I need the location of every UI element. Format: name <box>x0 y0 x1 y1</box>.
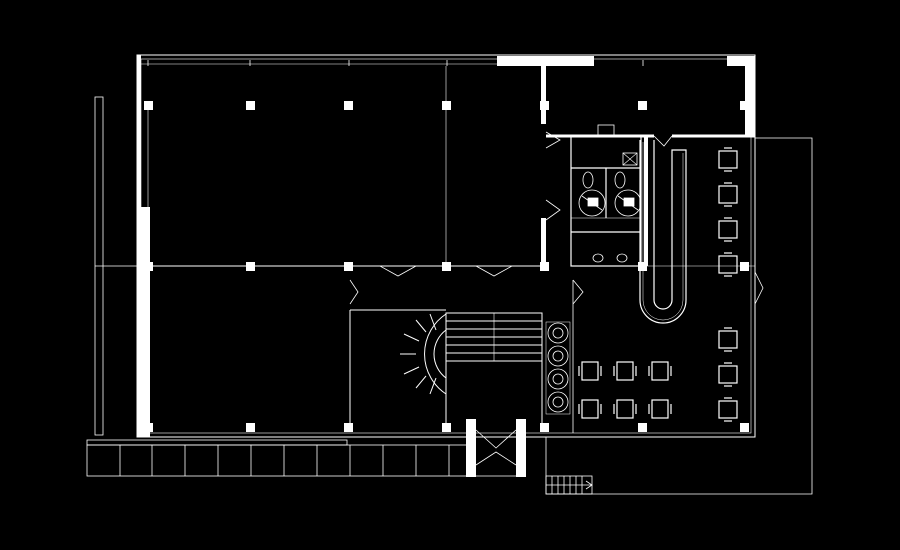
dining-tables-grid <box>578 361 672 419</box>
table-r5 <box>718 327 738 352</box>
partition-doors <box>349 131 764 305</box>
table-r2 <box>718 182 738 207</box>
terrace-strip <box>86 439 468 477</box>
exterior-steps <box>545 475 593 495</box>
table-r1 <box>718 147 738 172</box>
dining-tables-right <box>718 147 738 422</box>
straight-stair <box>445 312 543 430</box>
table-r7 <box>718 397 738 422</box>
exterior-left-wall <box>94 96 137 436</box>
table-g2 <box>613 361 637 381</box>
entrance <box>466 419 526 477</box>
table-g5 <box>613 399 637 419</box>
window-marks <box>147 60 644 66</box>
table-r3 <box>718 217 738 242</box>
bar-counter <box>639 140 687 324</box>
outdoor-terrace <box>545 137 813 495</box>
table-g6 <box>648 399 672 419</box>
table-g1 <box>578 361 602 381</box>
table-g3 <box>648 361 672 381</box>
planters <box>545 321 571 415</box>
table-g4 <box>578 399 602 419</box>
table-r4 <box>718 252 738 277</box>
table-r6 <box>718 362 738 387</box>
toilet-fixtures <box>578 171 642 263</box>
